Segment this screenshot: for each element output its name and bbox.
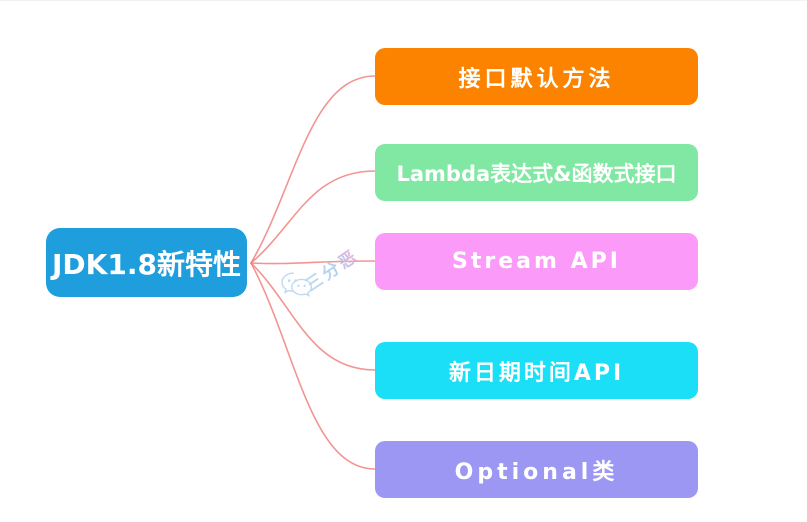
- root-node-jdk18: JDK1.8新特性: [46, 228, 247, 297]
- connector-branch-3: [250, 260, 376, 265]
- connector-branch-2: [250, 170, 376, 264]
- branch-node-optional-class: Optional类: [375, 441, 698, 498]
- wechat-icon: [281, 272, 313, 297]
- branch-node-interface-default-methods: 接口默认方法: [375, 48, 698, 105]
- branch-node-new-datetime-api: 新日期时间API: [375, 342, 698, 399]
- watermark: 三分恶: [278, 245, 368, 307]
- connector-branch-4: [250, 262, 376, 371]
- connector-branch-5: [250, 262, 376, 470]
- connector-branch-1: [250, 75, 376, 264]
- watermark-text: 三分恶: [299, 242, 363, 296]
- branch-node-lambda-functional-interface: Lambda表达式&函数式接口: [375, 144, 698, 201]
- branch-node-stream-api: Stream API: [375, 233, 698, 290]
